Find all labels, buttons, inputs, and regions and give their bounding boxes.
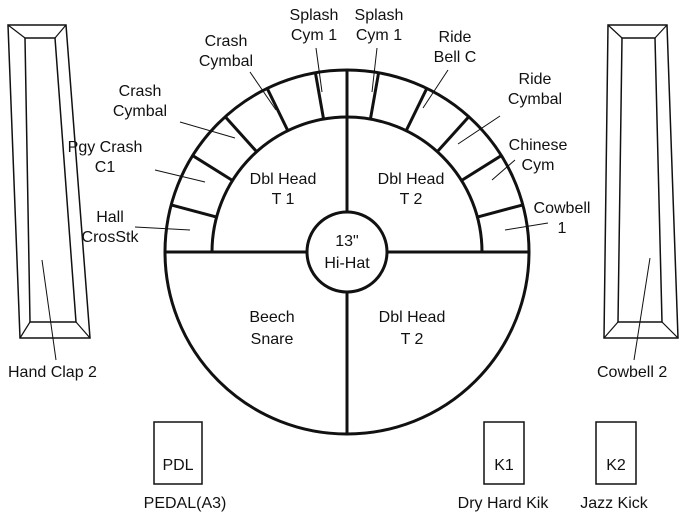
rim-pad-7-leader [422,69,449,109]
rim-divider-2 [191,154,234,182]
rim-divider-9 [460,154,503,182]
pedal-pad[interactable]: PDL [153,421,203,485]
rim-divider-1 [170,203,217,219]
kick2-pad[interactable]: K2 [595,421,637,485]
rim-segment-dividers [170,72,524,219]
rim-pad-10-label-line1: Cowbell [534,200,591,217]
pad-upper-left-line2: T 1 [272,191,295,208]
right-side-strip[interactable] [603,24,679,339]
rim-pad-9-label-line2: Cym [522,157,555,174]
rim-pad-5-label-line1: Splash [290,7,339,24]
left-strip-label: Hand Clap 2 [8,364,97,381]
hihat-line2: Hi-Hat [324,255,370,272]
rim-pad-5-leader [315,47,323,93]
pad-lower-right-line2: T 2 [401,331,424,348]
rim-pad-10-leader [504,222,549,231]
rim-divider-6 [368,72,381,120]
right-strip-label: Cowbell 2 [597,364,667,381]
rim-divider-4 [265,87,290,132]
right-strip-leader [633,257,651,361]
rim-pad-5-label-line2: Cym 1 [291,27,337,44]
rim-pad-4-label-line1: Crash [205,33,248,50]
rim-pad-6-leader [371,47,378,93]
main-pad [163,68,531,436]
pedal-box-label: PDL [162,457,193,474]
rim-pad-1-leader [134,226,191,231]
rim-pad-9-label-line1: Chinese [509,137,568,154]
rim-pad-4-label-line2: Cymbal [199,53,253,70]
rim-pad-6-label-line2: Cym 1 [356,27,402,44]
rim-pad-9-leader [491,159,516,181]
rim-pad-2-leader [154,169,206,183]
rim-divider-8 [436,115,470,153]
rim-pad-8-label-line1: Ride [519,71,552,88]
rim-pad-8-leader [457,115,501,145]
rim-divider-3 [224,115,258,153]
rim-divider-7 [404,87,429,132]
pad-lower-left-line2: Snare [251,331,294,348]
kick1-box-label: K1 [494,457,514,474]
rim-pad-2-label-line1: Pgy Crash [68,139,143,156]
kick1-label: Dry Hard Kik [458,495,550,512]
hihat-pad[interactable] [305,210,389,294]
hihat-line1: 13" [335,233,358,250]
rim-pad-7-label-line1: Ride [439,29,472,46]
rim-pad-8-label-line2: Cymbal [508,91,562,108]
rim-divider-10 [477,203,524,219]
rim-pad-2-label-line2: C1 [95,159,116,176]
pad-upper-left-line1: Dbl Head [250,171,317,188]
rim-divider-5 [313,72,326,120]
rim-pad-1-label-line1: Hall [96,209,124,226]
rim-pad-3-leader [179,121,236,139]
left-strip-leader [41,259,57,361]
left-side-strip[interactable] [7,24,91,339]
pad-upper-right-line2: T 2 [400,191,423,208]
pedal-label: PEDAL(A3) [144,495,227,512]
rim-pad-10-label-line2: 1 [558,220,567,237]
rim-pad-6-label-line1: Splash [355,7,404,24]
rim-pad-7-label-line2: Bell C [434,49,477,66]
rim-pad-1-label-line2: CrosStk [82,229,140,246]
rim-pad-3-label-line1: Crash [119,83,162,100]
rim-pad-4-leader [249,71,277,111]
rim-pad-3-label-line2: Cymbal [113,103,167,120]
kick2-label: Jazz Kick [580,495,649,512]
pad-lower-left-line1: Beech [249,309,294,326]
pad-lower-right-line1: Dbl Head [379,309,446,326]
kick1-pad[interactable]: K1 [483,421,525,485]
kick2-box-label: K2 [606,457,626,474]
pad-upper-right-line1: Dbl Head [378,171,445,188]
